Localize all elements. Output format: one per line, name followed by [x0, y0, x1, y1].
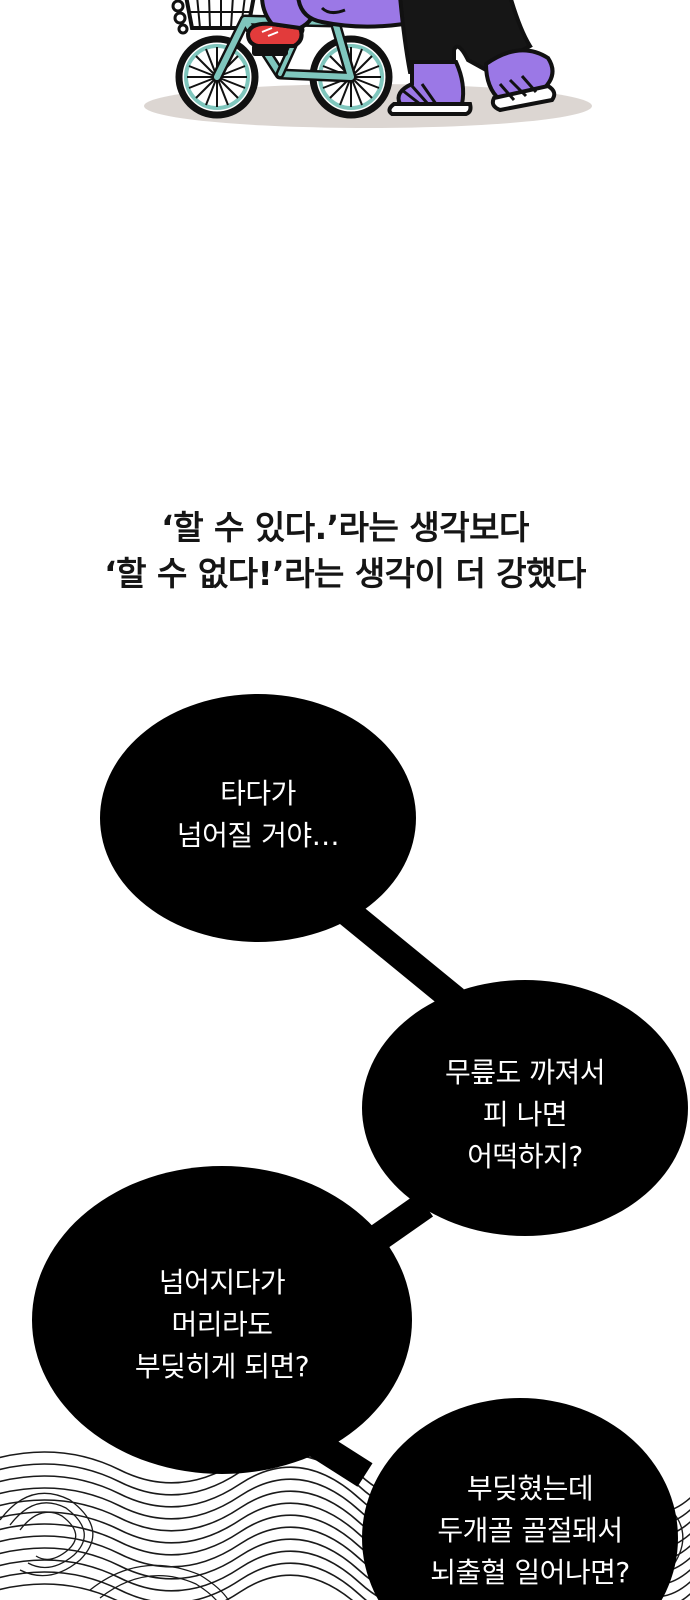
caption-line-1: ‘할 수 있다.’라는 생각보다 — [161, 508, 529, 547]
bubble-3-line-2: 머리라도 — [171, 1308, 273, 1341]
bicycle-illustration — [144, 0, 592, 128]
bubble-3-line-3: 부딪히게 되면? — [134, 1350, 310, 1383]
bubble-4-line-2: 두개골 골절돼서 — [437, 1514, 623, 1547]
bubble-1-line-2: 넘어질 거야… — [176, 819, 340, 852]
bubble-4-line-3: 뇌출혈 일어나면? — [430, 1556, 630, 1589]
bubble-2-line-1: 무릎도 까져서 — [445, 1056, 605, 1089]
bicycle-front-wheel — [175, 35, 259, 119]
adult-trousers — [398, 0, 533, 74]
bubble-2-text: 무릎도 까져서 피 나면 어떡하지? — [375, 1052, 675, 1178]
thought-bubble-1 — [100, 694, 416, 942]
bubble-2-line-3: 어떡하지? — [467, 1140, 583, 1173]
basket — [184, 0, 256, 30]
bubble-1-text: 타다가 넘어질 거야… — [108, 773, 408, 857]
bubble-4-line-1: 부딪혔는데 — [466, 1472, 594, 1505]
thought-bubble-3 — [32, 1166, 412, 1474]
adult-left-foot — [387, 60, 473, 116]
chain-lock-icon — [171, 0, 189, 35]
bubble-2-line-2: 피 나면 — [482, 1098, 568, 1131]
bubble-3-text: 넘어지다가 머리라도 부딪히게 되면? — [72, 1262, 372, 1388]
narration-caption: ‘할 수 있다.’라는 생각보다 ‘할 수 없다!’라는 생각이 더 강했다 — [0, 505, 690, 597]
bubble-4-text: 부딪혔는데 두개골 골절돼서 뇌출혈 일어나면? — [380, 1468, 680, 1594]
child-shoe — [245, 21, 304, 48]
thought-bubble-2 — [362, 980, 688, 1236]
bubble-1-line-1: 타다가 — [220, 777, 296, 810]
thought-bubble-4 — [362, 1398, 678, 1600]
caption-line-2: ‘할 수 없다!’라는 생각이 더 강했다 — [104, 554, 586, 593]
bubble-3-line-1: 넘어지다가 — [158, 1266, 286, 1299]
adult-right-foot — [483, 48, 557, 113]
bicycle-frame — [211, 14, 357, 83]
